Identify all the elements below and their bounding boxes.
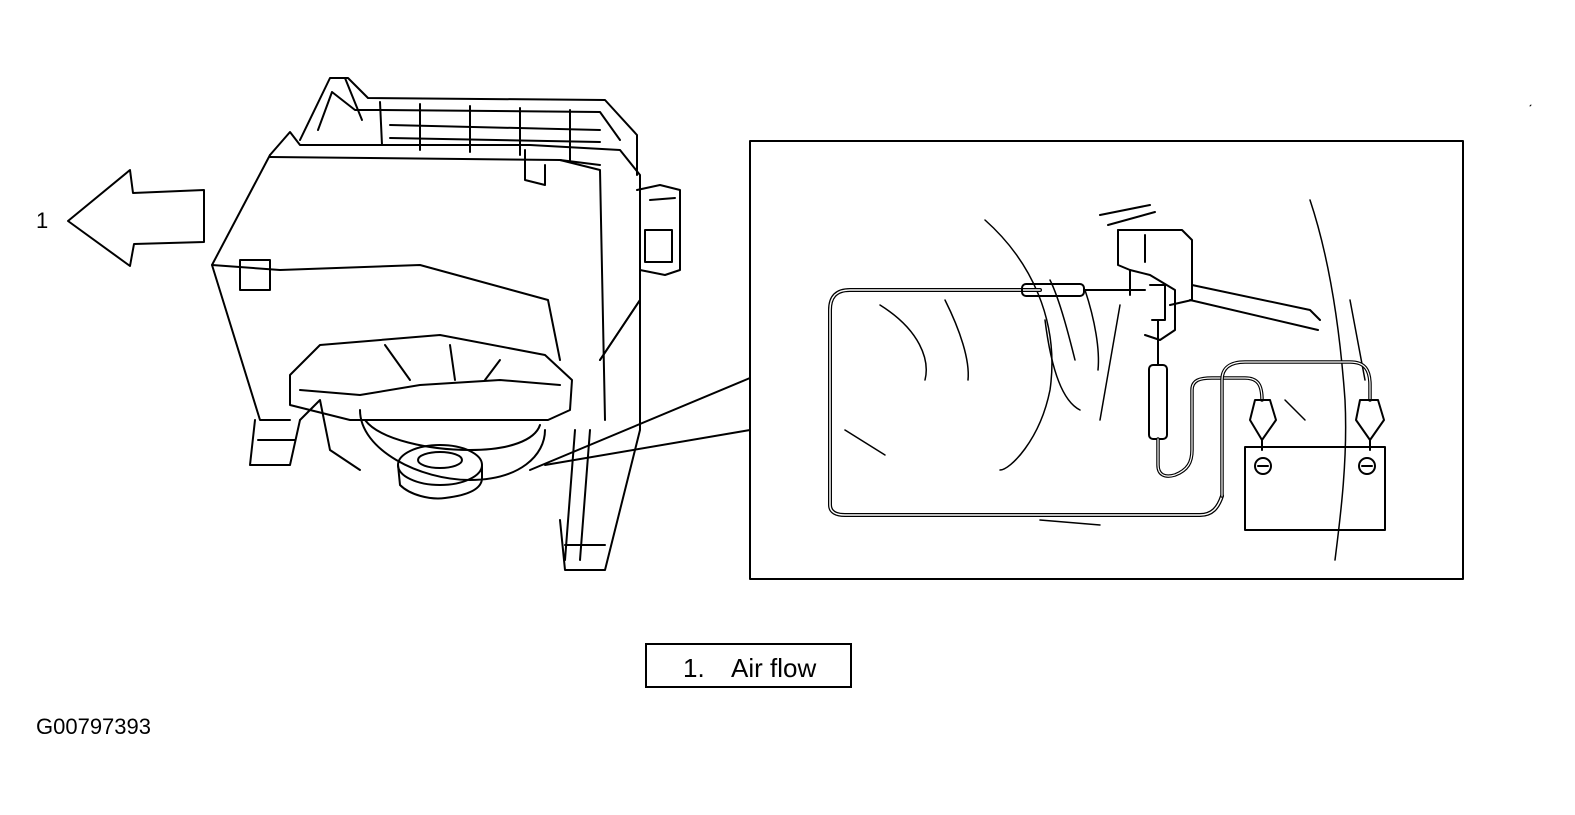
legend-box: 1. Air flow xyxy=(645,643,852,688)
detail-leader-top xyxy=(529,377,751,471)
detail-inset-frame xyxy=(749,140,1464,580)
air-flow-arrow xyxy=(67,169,205,267)
legend-number: 1. xyxy=(683,653,705,683)
air-flow-callout: 1 xyxy=(36,208,48,233)
blower-unit xyxy=(211,77,681,571)
figure-id: G00797393 xyxy=(36,714,151,739)
motor-test-detail xyxy=(828,199,1386,561)
legend-entry: 1. Air flow xyxy=(683,653,816,684)
battery xyxy=(1244,446,1386,531)
detail-leader-bottom xyxy=(544,429,751,466)
legend-label: Air flow xyxy=(731,653,817,683)
